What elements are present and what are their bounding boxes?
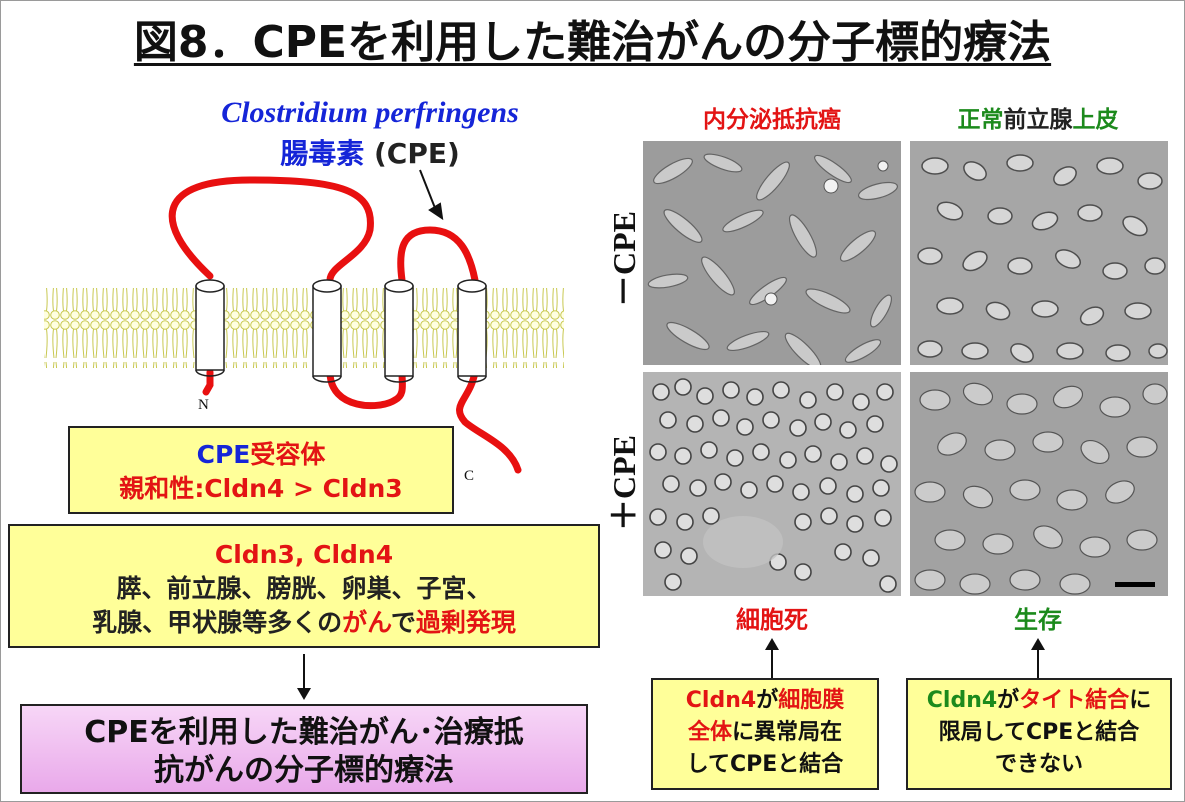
c-terminus-label: C [464,468,475,484]
up-arrow-normal [1031,638,1045,678]
page-title-text: 図8．CPEを利用した難治がんの分子標的療法 [133,17,1052,68]
exp-normal-line1: Cldn4がタイト結合に [926,688,1152,713]
exp-cancer-line3: してCPEと結合 [686,752,844,777]
page-title: 図8．CPEを利用した難治がんの分子標的療法 [0,6,1185,70]
micrograph-cancer-plus-cpe [643,372,901,596]
cpe-name-block: Clostridium perfringens 腸毒素 (CPE) [140,96,600,172]
membrane-diagram [44,169,564,474]
down-arrow [297,654,311,700]
cpe-jp-label: 腸毒素 [280,137,365,170]
therapy-line1: CPEを利用した難治がん･治療抵 [84,715,524,750]
cpe-binding-arrow [419,169,444,221]
helix-3 [384,279,414,383]
therapy-box: CPEを利用した難治がん･治療抵 抗がんの分子標的療法 [20,704,588,794]
receptor-box: CPE受容体 親和性:Cldn4 > Cldn3 [68,426,454,514]
exp-cancer-line1: Cldn4が細胞膜 [685,688,845,713]
row-label-minus-cpe: －CPE [606,211,642,308]
transmembrane-helices [195,279,487,383]
outcome-cell-death: 細胞死 [736,606,808,634]
exp-cancer-line2: 全体に異常局在 [687,720,843,745]
up-arrow-cancer [765,638,779,678]
therapy-line2: 抗がんの分子標的療法 [154,753,454,788]
scale-bar [1115,582,1155,587]
explanation-box-cancer: Cldn4が細胞膜 全体に異常局在 してCPEと結合 [651,678,879,790]
outcome-survival: 生存 [1014,606,1062,634]
explanation-box-normal: Cldn4がタイト結合に 限局してCPEと結合 できない [906,678,1172,790]
overexp-organs-2: 乳腺、甲状腺等多くのがんで過剰発現 [92,608,516,637]
row-label-plus-cpe: ＋CPE [606,435,642,532]
n-terminus-label: N [198,397,209,413]
receptor-line2: 親和性:Cldn4 > Cldn3 [119,474,403,503]
column-header-cancer: 内分泌抵抗癌 [703,107,841,133]
receptor-line1: CPE受容体 [196,440,326,469]
micrograph-normal-plus-cpe [910,372,1168,596]
overexp-claudins: Cldn3, Cldn4 [214,540,394,569]
exp-normal-line3: できない [994,752,1083,777]
cpe-jp-name: 腸毒素 (CPE) [140,132,600,172]
overexpression-box: Cldn3, Cldn4 膵、前立腺、膀胱、卵巣、子宮、 乳腺、甲状腺等多くのが… [8,524,600,648]
micrograph-normal-minus-cpe [910,141,1168,365]
helix-1 [195,279,225,377]
cpe-abbr: (CPE) [373,137,460,170]
helix-2 [312,279,342,383]
column-header-normal: 正常前立腺上皮 [957,107,1119,133]
overexp-organs-1: 膵、前立腺、膀胱、卵巣、子宮、 [116,574,492,603]
cpe-latin-name: Clostridium perfringens [221,96,519,129]
micrograph-cancer-minus-cpe [643,141,901,365]
exp-normal-line2: 限局してCPEと結合 [938,720,1140,745]
helix-4 [457,279,487,383]
